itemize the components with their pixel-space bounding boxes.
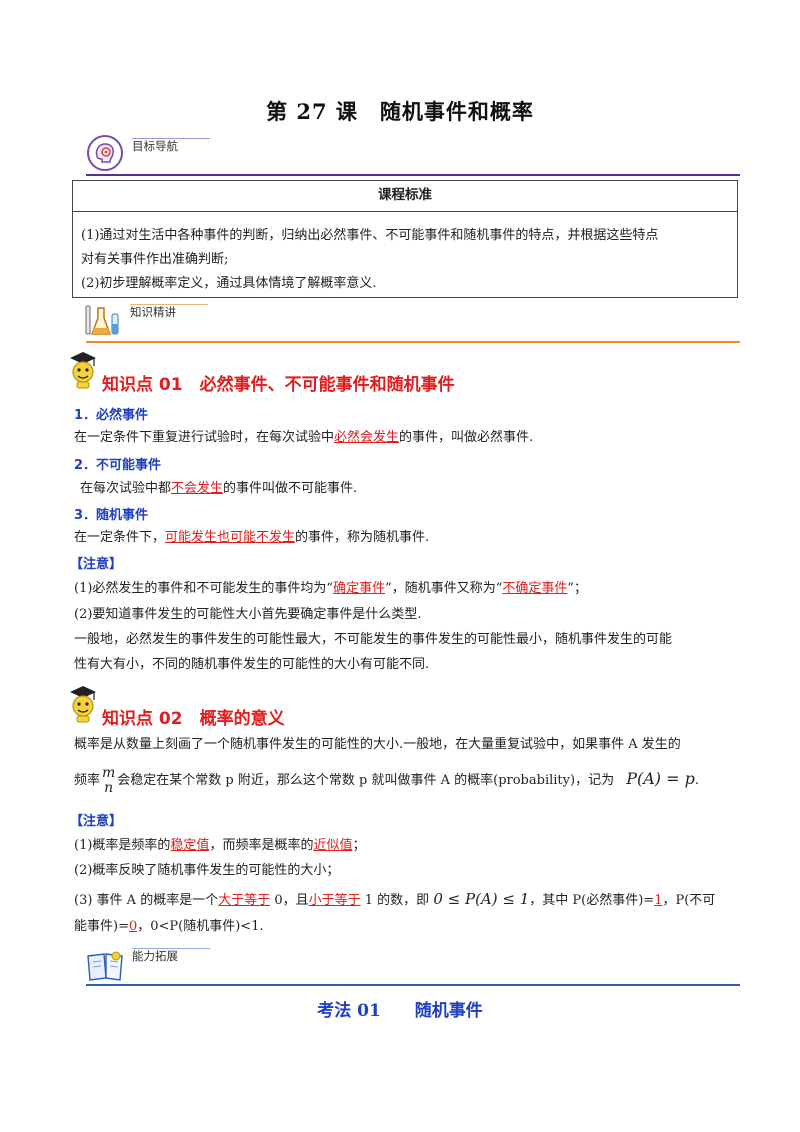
- key-term: 小于等于: [308, 893, 361, 908]
- teacher-mascot-icon: [66, 684, 100, 724]
- kp1-sub-title-impossible: 2．不可能事件: [74, 458, 162, 473]
- text: ，而频率是概率的: [209, 838, 314, 853]
- section-rule-purple: [86, 174, 740, 176]
- fraction-numerator: m: [102, 764, 116, 781]
- course-standard-box: 课程标准 (1)通过对生活中各种事件的判断，归纳出必然事件、不可能事件和随机事件…: [72, 180, 738, 298]
- kp1-note-label: 【注意】: [70, 557, 123, 572]
- text: 能事件)=: [74, 919, 129, 934]
- key-term: 必然会发生: [334, 430, 400, 445]
- kp1-para-impossible: 在每次试验中都不会发生的事件叫做不可能事件.: [80, 478, 357, 500]
- section-target-nav: 目标导航: [86, 132, 746, 178]
- text: ，其中 P(必然事件)=: [529, 893, 655, 908]
- key-term: 1: [654, 893, 663, 908]
- text: 会稳定在某个常数 p 附近，那么这个常数 p 就叫做事件 A 的概率(proba…: [117, 773, 615, 788]
- section-rule-blue: [86, 984, 740, 986]
- kp1-sub-title-random: 3．随机事件: [74, 508, 149, 523]
- kp2-note-1: (1)概率是频率的稳定值，而频率是概率的近似值；: [74, 835, 365, 857]
- section-thin-rule: [132, 948, 210, 949]
- method-heading: 考法 01 随机事件: [317, 1001, 483, 1021]
- formula-range: 0 ≤ P(A) ≤ 1: [433, 890, 530, 908]
- course-standard-body: (1)通过对生活中各种事件的判断，归纳出必然事件、不可能事件和随机事件的特点，并…: [73, 212, 737, 296]
- section-label-target-nav: 目标导航: [132, 139, 178, 153]
- text: ”，随机事件又称为“: [385, 581, 503, 596]
- text: (1)必然发生的事件和不可能发生的事件均为“: [74, 581, 334, 596]
- knowledge-point-2-title: 知识点 02 概率的意义: [102, 709, 285, 729]
- course-standard-line: (2)初步理解概率定义，通过具体情境了解概率意义.: [81, 276, 377, 291]
- text: 在一定条件下重复进行试验时，在每次试验中: [74, 430, 335, 445]
- text: 1 的数，即: [360, 893, 430, 908]
- section-extension: 能力拓展: [86, 944, 746, 988]
- text: ，0<P(随机事件)<1.: [137, 919, 264, 934]
- kp2-note-3: (3) 事件 A 的概率是一个大于等于 0，且小于等于 1 的数，即 0 ≤ P…: [74, 888, 715, 912]
- kp2-note-label: 【注意】: [70, 814, 123, 829]
- kp1-note-3a: 一般地，必然发生的事件发生的可能性最大，不可能发生的事件发生的可能性最小，随机事…: [74, 632, 673, 647]
- course-standard-line: (1)通过对生活中各种事件的判断，归纳出必然事件、不可能事件和随机事件的特点，并…: [81, 228, 659, 243]
- key-term: 不确定事件: [502, 581, 568, 596]
- kp1-para-random: 在一定条件下，可能发生也可能不发生的事件，称为随机事件.: [74, 527, 429, 549]
- kp1-sub-title-certain: 1．必然事件: [74, 408, 149, 423]
- text: ”；: [567, 581, 588, 596]
- formula-probability: P(A) = p: [626, 769, 695, 788]
- text: ；: [352, 838, 366, 853]
- kp2-note-2: (2)概率反映了随机事件发生的可能性的大小；: [74, 863, 340, 878]
- course-standard-heading: 课程标准: [73, 181, 737, 212]
- kp2-note-3b: 能事件)=0，0<P(随机事件)<1.: [74, 916, 264, 938]
- key-term: 0: [128, 919, 138, 934]
- key-term: 近似值: [313, 838, 353, 853]
- text: 的事件叫做不可能事件.: [223, 481, 358, 496]
- section-rule-orange: [86, 341, 740, 343]
- text: .: [694, 773, 699, 788]
- text: 的事件，叫做必然事件.: [399, 430, 534, 445]
- fraction-denominator: n: [104, 779, 114, 796]
- book-icon: [86, 950, 126, 984]
- section-thin-rule: [132, 138, 210, 139]
- course-standard-line: 对有关事件作出准确判断;: [81, 252, 229, 267]
- flask-icon: [84, 304, 124, 340]
- text: 0，且: [270, 893, 309, 908]
- section-label-knowledge: 知识精讲: [130, 305, 176, 319]
- kp1-note-3b: 性有大有小，不同的随机事件发生的可能性的大小有可能不同.: [74, 657, 430, 672]
- kp1-para-certain: 在一定条件下重复进行试验时，在每次试验中必然会发生的事件，叫做必然事件.: [74, 427, 533, 449]
- text: 的事件，称为随机事件.: [295, 530, 430, 545]
- text: 在一定条件下，: [74, 530, 166, 545]
- text: ，P(不可: [662, 893, 716, 908]
- key-term: 可能发生也可能不发生: [165, 530, 296, 545]
- kp2-para-1: 概率是从数量上刻画了一个随机事件发生的可能性的大小.一般地，在大量重复试验中，如…: [74, 737, 681, 752]
- section-knowledge: 知识精讲: [84, 300, 744, 344]
- text: 在每次试验中都: [80, 481, 172, 496]
- teacher-mascot-icon: [66, 350, 100, 390]
- text: (1)概率是频率的: [74, 838, 171, 853]
- brain-gear-icon: [86, 134, 124, 172]
- knowledge-point-1-title: 知识点 01 必然事件、不可能事件和随机事件: [102, 375, 455, 395]
- key-term: 稳定值: [170, 838, 210, 853]
- key-term: 不会发生: [171, 481, 224, 496]
- section-thin-rule: [130, 304, 208, 305]
- key-term: 大于等于: [218, 893, 271, 908]
- kp1-note-1: (1)必然发生的事件和不可能发生的事件均为“确定事件”，随机事件又称为“不确定事…: [74, 578, 587, 600]
- kp1-note-2: (2)要知道事件发生的可能性大小首先要确定事件是什么类型.: [74, 607, 422, 622]
- page-title: 第 27 课 随机事件和概率: [266, 99, 534, 124]
- key-term: 确定事件: [333, 581, 386, 596]
- text: (3) 事件 A 的概率是一个: [74, 893, 219, 908]
- text: 频率: [74, 773, 101, 788]
- section-label-extension: 能力拓展: [132, 949, 178, 963]
